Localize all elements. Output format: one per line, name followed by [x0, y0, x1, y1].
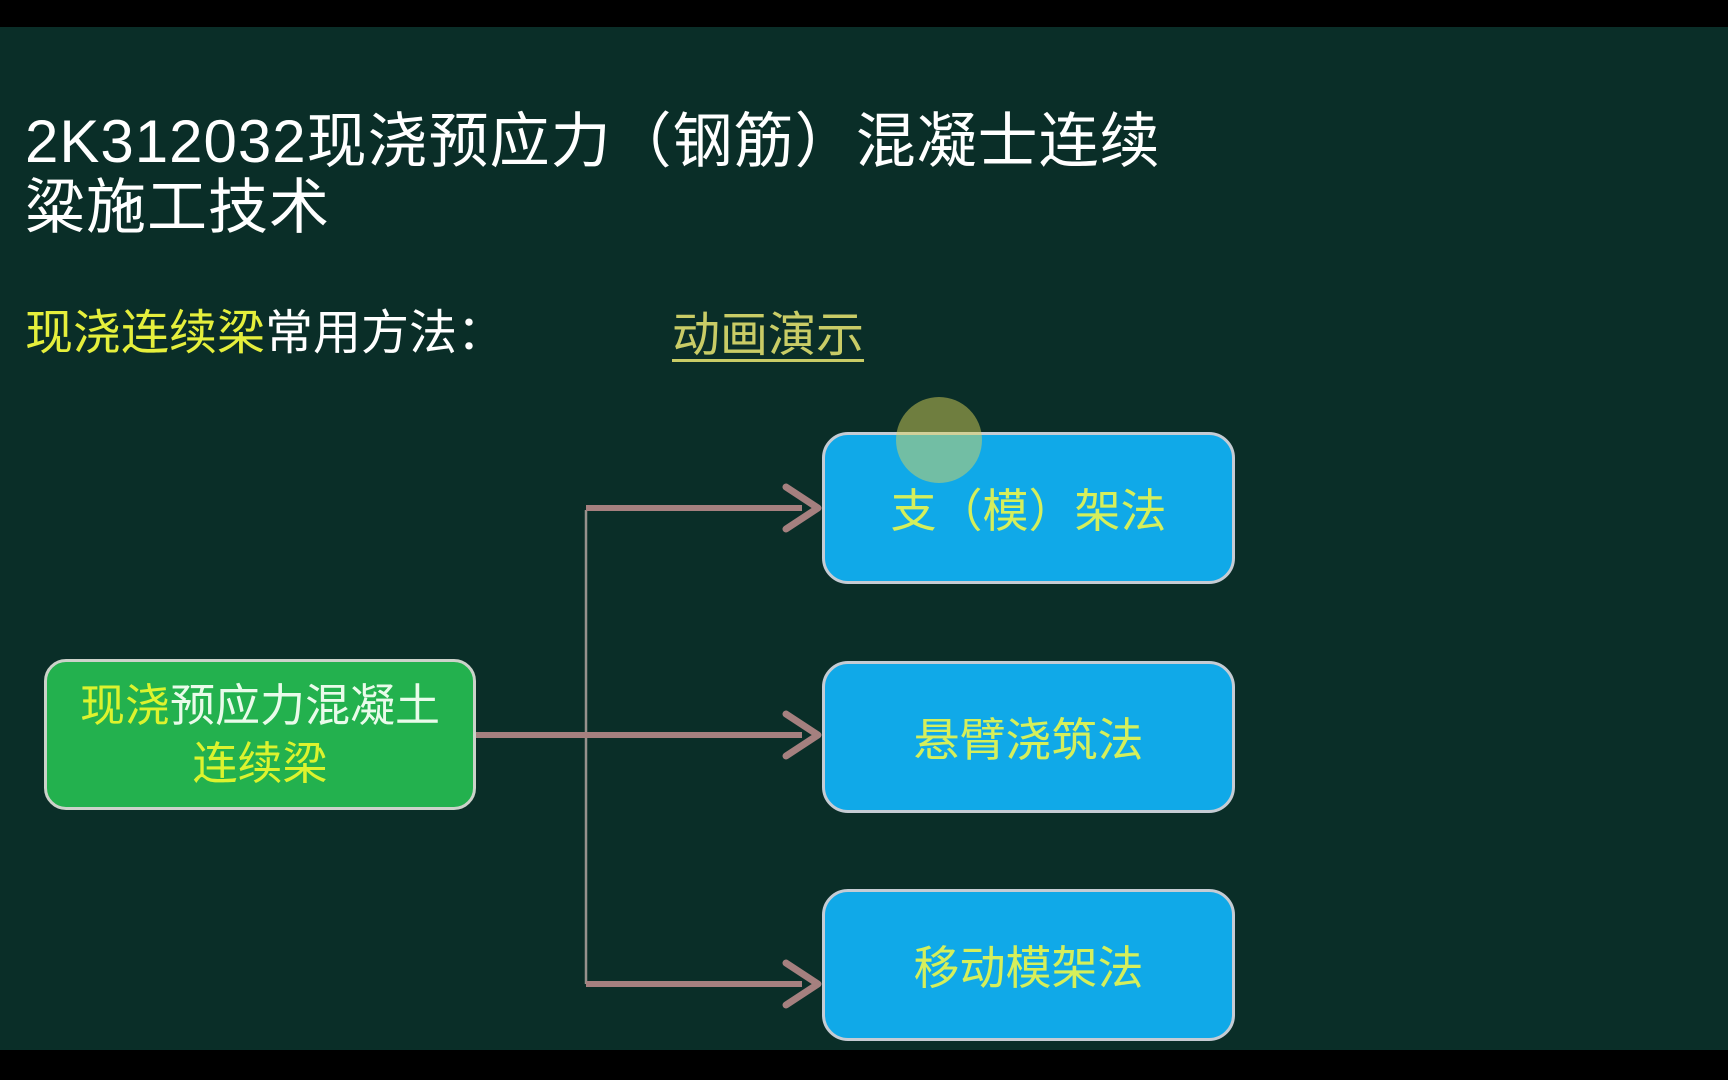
- animation-demo-link[interactable]: 动画演示: [672, 309, 865, 362]
- connector-arrows: [470, 483, 822, 1009]
- diagram-root-box: 现浇预应力混凝土 连续梁: [44, 659, 476, 810]
- arrow-bottom-head-icon: [782, 959, 822, 1009]
- root-box-line1-rest: 预应力混凝土: [170, 679, 441, 731]
- root-box-line1-highlight: 现浇: [79, 679, 170, 731]
- arrow-middle-head-icon: [782, 710, 822, 760]
- subtitle-rest: 常用方法：: [265, 307, 506, 360]
- method-box-movable-formwork: 移动模架法: [822, 889, 1235, 1041]
- method-box-label: 支（模）架法: [890, 485, 1167, 537]
- method-box-label: 悬臂浇筑法: [913, 714, 1144, 766]
- method-box-cantilever-casting: 悬臂浇筑法: [822, 661, 1235, 813]
- slide-title: 2K312032现浇预应力（钢筋）混凝士连续 粱施工技术: [25, 109, 1275, 241]
- subtitle-highlight: 现浇连续梁: [25, 307, 266, 360]
- slide-title-line2: 粱施工技术: [25, 174, 330, 241]
- root-box-line1: 现浇预应力混凝土: [80, 677, 440, 735]
- letterbox-bar-top: [0, 0, 1728, 27]
- slide-canvas: 2K312032现浇预应力（钢筋）混凝士连续 粱施工技术 现浇连续梁常用方法： …: [0, 27, 1728, 1050]
- letterbox-bar-bottom: [0, 1050, 1728, 1080]
- method-box-support-frame: 支（模）架法: [822, 432, 1235, 584]
- root-box-line2: 连续梁: [192, 737, 328, 789]
- method-box-label: 移动模架法: [913, 942, 1144, 994]
- slide-title-line1: 2K312032现浇预应力（钢筋）混凝士连续: [25, 108, 1161, 175]
- arrow-top-head-icon: [782, 483, 822, 533]
- subtitle-row: 现浇连续梁常用方法： 动画演示: [25, 305, 1125, 365]
